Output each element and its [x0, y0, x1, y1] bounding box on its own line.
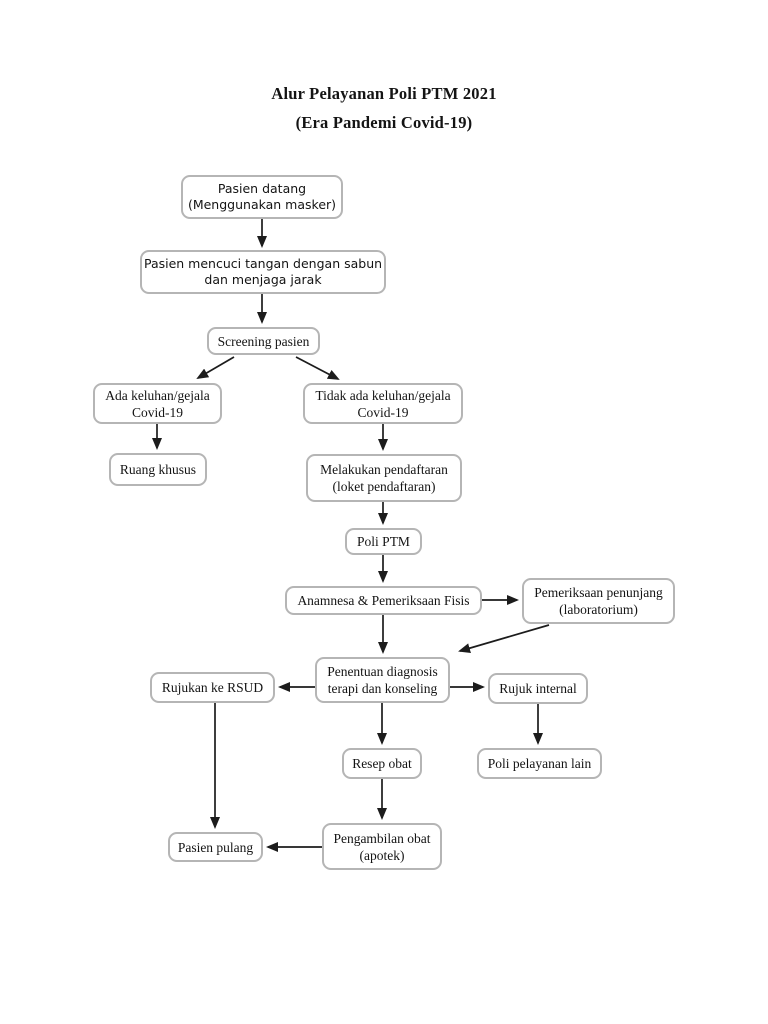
node-pasien-pulang: Pasien pulang — [168, 832, 263, 862]
node-screening-pasien: Screening pasien — [207, 327, 320, 355]
node-resep-obat: Resep obat — [342, 748, 422, 779]
page-title: Alur Pelayanan Poli PTM 2021 — [271, 84, 497, 103]
node-poli-pelayanan-lain: Poli pelayanan lain — [477, 748, 602, 779]
arrow-screening-to-tidak-ada — [295, 356, 340, 380]
node-tidak-ada-keluhan-gejala-covid: Tidak ada keluhan/gejala Covid-19 — [303, 383, 463, 424]
node-pasien-mencuci: Pasien mencuci tangan dengan sabun dan m… — [140, 250, 386, 294]
node-pasien-datang: Pasien datang (Menggunakan masker) — [181, 175, 343, 219]
node-pemeriksaan-penunjang: Pemeriksaan penunjang (laboratorium) — [522, 578, 675, 624]
node-penentuan-diagnosis: Penentuan diagnosis terapi dan konseling — [315, 657, 450, 703]
node-anamnesa-pemeriksaan-fisis: Anamnesa & Pemeriksaan Fisis — [285, 586, 482, 615]
node-ada-keluhan-gejala-covid: Ada keluhan/gejala Covid-19 — [93, 383, 222, 424]
node-melakukan-pendaftaran: Melakukan pendaftaran (loket pendaftaran… — [306, 454, 462, 502]
node-pengambilan-obat: Pengambilan obat (apotek) — [322, 823, 442, 870]
arrow-screening-to-ada-keluhan — [196, 356, 235, 380]
arrow-penunjang-to-penentuan — [458, 624, 550, 653]
node-ruang-khusus: Ruang khusus — [109, 453, 207, 486]
page-subtitle: (Era Pandemi Covid-19) — [295, 113, 473, 132]
node-poli-ptm: Poli PTM — [345, 528, 422, 555]
node-rujuk-internal: Rujuk internal — [488, 673, 588, 704]
node-rujukan-ke-rsud: Rujukan ke RSUD — [150, 672, 275, 703]
